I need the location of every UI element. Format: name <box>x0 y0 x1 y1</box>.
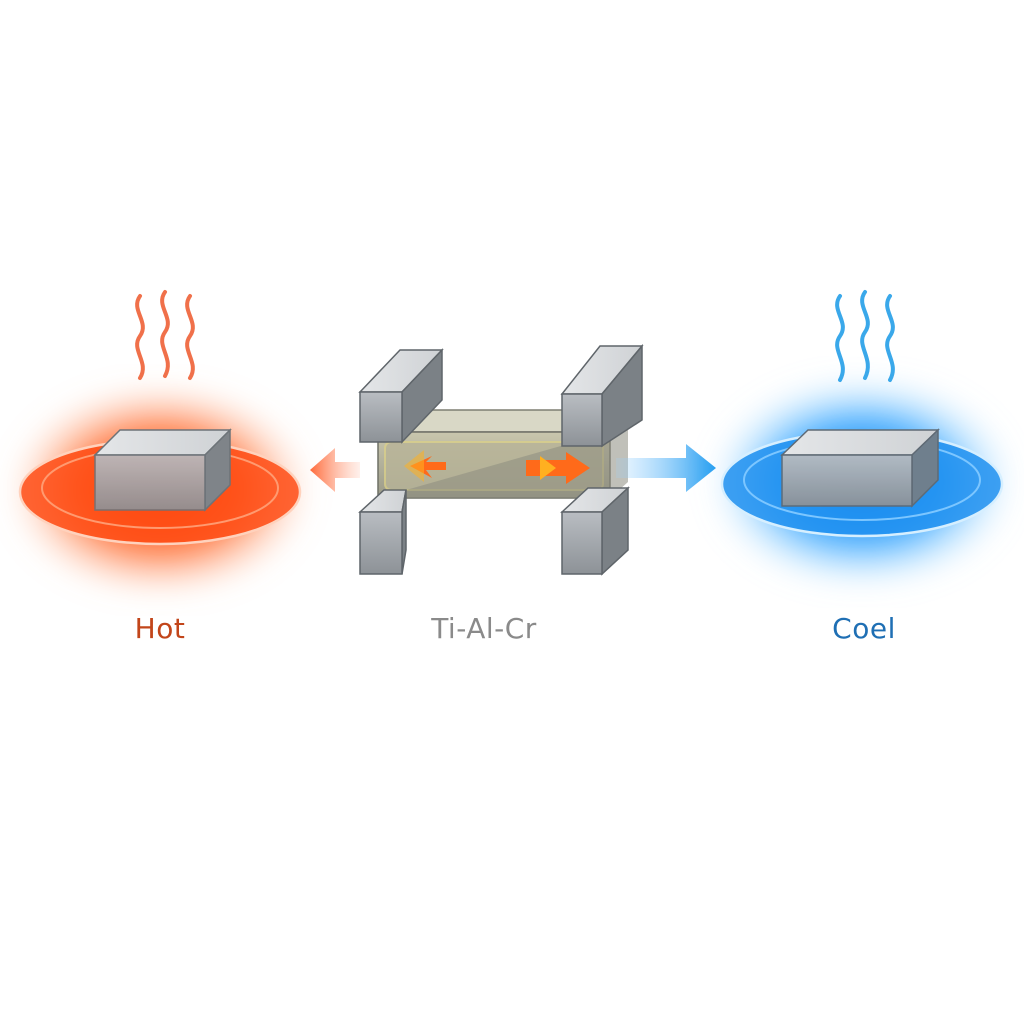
hot-plate-group <box>10 290 310 595</box>
alloy-device <box>358 343 644 576</box>
heat-waves-icon <box>135 290 195 380</box>
top-left-pillar <box>358 348 444 444</box>
cold-block <box>780 428 940 508</box>
cold-plate-group <box>710 290 1014 587</box>
cold-label: Coel <box>832 612 896 645</box>
hot-block <box>93 428 232 512</box>
cool-waves-icon <box>835 290 895 382</box>
heat-flow-left-arrow <box>310 448 360 492</box>
bottom-left-pillar <box>358 489 407 575</box>
bottom-right-pillar <box>560 486 630 576</box>
alloy-label: Ti-Al-Cr <box>431 612 537 645</box>
top-right-pillar <box>560 343 644 448</box>
hot-label: Hot <box>134 612 186 645</box>
heat-flow-right-arrow <box>616 444 716 492</box>
internal-flow-arrows <box>404 450 590 484</box>
